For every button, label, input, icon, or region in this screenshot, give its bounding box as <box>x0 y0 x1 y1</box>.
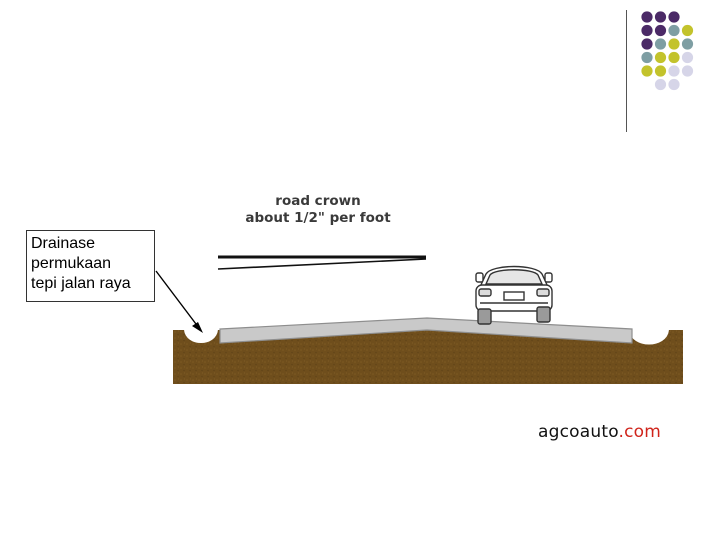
soil-ground <box>173 330 683 384</box>
source-credit: agcoauto.com <box>538 422 661 442</box>
decor-dot-olive <box>668 51 680 64</box>
decor-dot-purple <box>641 24 653 37</box>
crown-label-line-1: road crown <box>275 193 361 209</box>
decor-dot-olive <box>681 24 694 37</box>
decor-dot-olive <box>654 51 667 64</box>
decor-dot-purple <box>641 38 653 50</box>
crowned-pavement <box>219 317 633 344</box>
credit-domain: .com <box>618 422 662 442</box>
callout-line-3: tepi jalan raya <box>31 275 131 292</box>
callout-arrowhead <box>192 322 203 333</box>
decor-dot-teal <box>654 38 667 50</box>
crown-label-line-2: about 1/2" per foot <box>245 210 391 226</box>
decor-dot-purple <box>654 11 667 23</box>
decor-dot-teal <box>641 51 653 64</box>
decor-dot-purple <box>641 11 653 23</box>
decor-dot-olive <box>654 65 667 77</box>
decor-dot-teal <box>668 24 680 37</box>
decor-dot-olive <box>668 38 680 50</box>
drainage-callout-box: Drainase permukaan tepi jalan raya <box>26 230 155 302</box>
decorative-dot-grid <box>641 11 694 91</box>
slope-reference-line <box>217 258 427 270</box>
decor-dot-lavender <box>654 78 667 91</box>
car-rear-view <box>475 265 553 325</box>
decor-dot-olive <box>641 65 653 77</box>
callout-line-1: Drainase <box>31 235 96 252</box>
divider-line <box>626 10 627 132</box>
decor-dot-lavender <box>681 51 694 64</box>
left-drainage-ditch <box>184 329 218 343</box>
decor-dot-lavender <box>668 65 680 77</box>
road-crown-label: road crown about 1/2" per foot <box>238 193 398 227</box>
callout-pointer-line <box>155 270 200 329</box>
credit-name: agcoauto <box>538 422 619 442</box>
decor-dot-lavender <box>668 78 680 91</box>
callout-line-2: permukaan <box>31 255 112 272</box>
decor-dot-lavender <box>681 65 694 77</box>
decor-dot-purple <box>668 11 680 23</box>
decor-dot-purple <box>654 24 667 37</box>
decor-dot-teal <box>681 38 694 50</box>
